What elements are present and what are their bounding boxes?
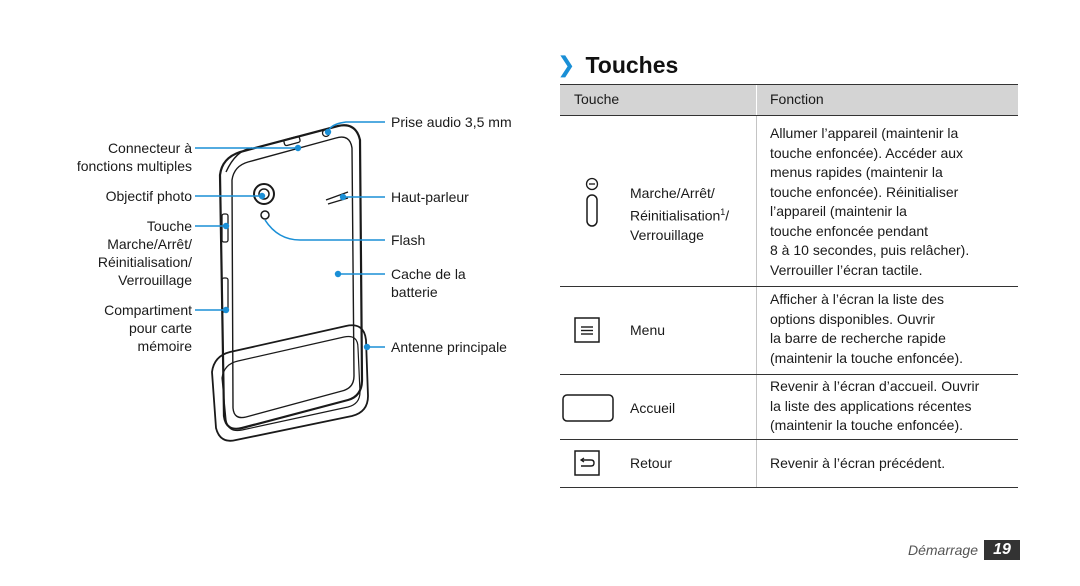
key-name-home: Accueil	[630, 400, 676, 416]
antenna-area	[211, 324, 369, 442]
table-row: Menu Afficher à l’écran la liste des opt…	[560, 287, 1018, 375]
header-touche: Touche	[574, 91, 620, 107]
key-name-power: Marche/Arrêt/ Réinitialisation1/ Verroui…	[630, 185, 730, 243]
phone-body-outline	[218, 124, 364, 430]
func-back: Revenir à l’écran précédent.	[770, 455, 946, 471]
keys-table: Touche Fonction Marche/Arrêt/ Réinitiali…	[560, 84, 1018, 488]
func-power: Allumer l’appareil (maintenir la touche …	[770, 125, 970, 278]
label-flash: Flash	[391, 232, 426, 248]
label-audio-jack: Prise audio 3,5 mm	[391, 114, 512, 130]
menu-key-icon	[574, 317, 600, 343]
label-battery-cover: Cache de la batterie	[391, 266, 466, 300]
label-connector: Connecteur à	[107, 140, 192, 156]
table-row: Accueil Revenir à l’écran d’accueil. Ouv…	[560, 375, 1018, 440]
page-footer: Démarrage 19	[908, 540, 1020, 560]
section-title: Touches	[585, 51, 679, 78]
header-fonction: Fonction	[770, 91, 824, 107]
key-name-back: Retour	[630, 455, 673, 471]
back-key-icon	[574, 450, 600, 476]
label-camera: Objectif photo	[105, 188, 192, 204]
table-row: Retour Revenir à l’écran précédent.	[560, 440, 1018, 488]
footer-section: Démarrage	[907, 542, 978, 558]
phone-body-inner	[231, 136, 355, 419]
power-key-icon	[585, 177, 599, 227]
label-power-key: Touche Marche/Arrêt/ Réinitialisation/ V…	[97, 218, 192, 288]
key-name-menu: Menu	[630, 322, 666, 338]
label-memory-slot: Compartiment pour carte mémoire	[104, 302, 192, 354]
table-row: Marche/Arrêt/ Réinitialisation1/ Verroui…	[560, 116, 1018, 287]
label-antenna: Antenne principale	[391, 339, 507, 355]
section-heading: ❯ Touches	[557, 50, 678, 80]
flash-led	[260, 210, 270, 220]
table-header: Touche Fonction	[560, 84, 1018, 116]
func-home: Revenir à l’écran d’accueil. Ouvrir la l…	[770, 378, 980, 433]
func-menu: Afficher à l’écran la liste des options …	[770, 291, 963, 366]
chevron-icon: ❯	[557, 52, 576, 78]
camera-lens	[253, 183, 275, 205]
page-number: 19	[984, 540, 1020, 560]
home-key-icon	[562, 394, 614, 422]
label-connector-line2: fonctions multiples	[76, 158, 192, 174]
label-speaker: Haut-parleur	[391, 189, 469, 205]
